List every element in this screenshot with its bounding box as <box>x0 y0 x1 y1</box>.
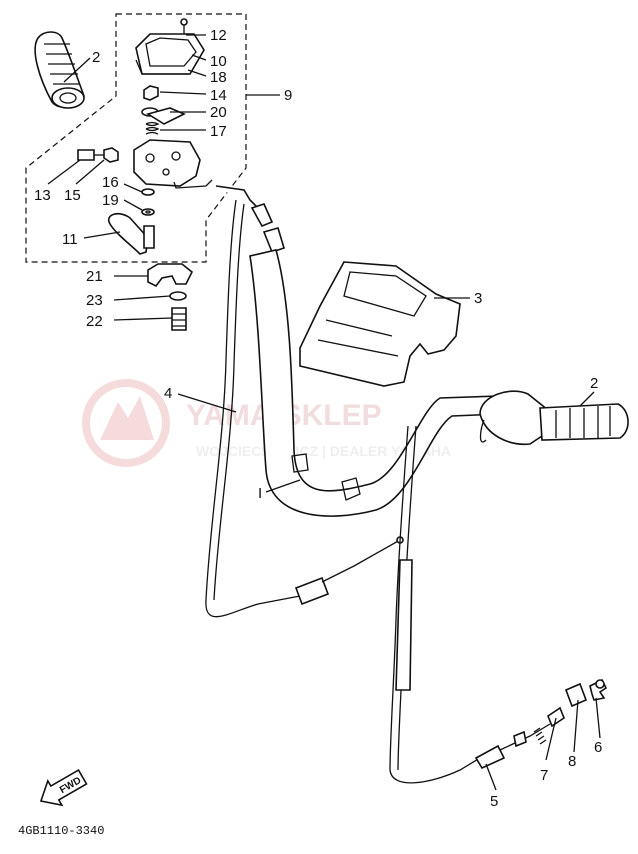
diagram-code: 4GB1110-3340 <box>18 824 104 838</box>
label-14: 14 <box>210 87 227 104</box>
switch-lower-housing-part <box>133 139 213 189</box>
clamp-hardware-part <box>147 263 194 331</box>
label-23: 23 <box>86 292 103 309</box>
watermark-logo-icon <box>82 379 170 467</box>
label-8: 8 <box>568 753 576 770</box>
left-grip-part <box>34 31 85 109</box>
right-grip-part <box>479 390 629 446</box>
switch-upper-housing-part <box>135 18 205 75</box>
label-9: 9 <box>284 87 292 104</box>
label-5: 5 <box>490 793 498 810</box>
throttle-lever-part <box>107 212 155 255</box>
label-1: I <box>258 485 262 502</box>
label-2-right: 2 <box>590 375 598 392</box>
label-17: 17 <box>210 123 227 140</box>
handlebar-cover-part <box>299 261 461 387</box>
throttle-cable-part <box>205 185 404 618</box>
small-washers-part <box>141 188 155 216</box>
label-4: 4 <box>164 385 172 402</box>
label-16: 16 <box>102 174 119 191</box>
leader-lines <box>47 34 601 791</box>
label-15: 15 <box>64 187 81 204</box>
label-7: 7 <box>540 767 548 784</box>
label-10: 10 <box>210 53 227 70</box>
label-12: 12 <box>210 27 227 44</box>
label-21: 21 <box>86 268 103 285</box>
label-6: 6 <box>594 739 602 756</box>
part-labels: 12 10 18 9 2 14 20 17 13 15 16 19 11 21 … <box>34 27 602 810</box>
brake-adjuster-part <box>533 678 608 745</box>
bolt-and-nut-part <box>77 147 119 163</box>
fwd-arrow-icon: FWD <box>39 768 88 807</box>
label-3: 3 <box>474 290 482 307</box>
label-20: 20 <box>210 104 227 121</box>
label-22: 22 <box>86 313 103 330</box>
label-19: 19 <box>102 192 119 209</box>
label-13: 13 <box>34 187 51 204</box>
brake-cable-part <box>389 425 551 784</box>
label-11: 11 <box>62 231 78 248</box>
label-2-left: 2 <box>92 49 100 66</box>
switch-assembly-boundary <box>25 13 247 263</box>
label-18: 18 <box>210 69 227 86</box>
watermark-subtitle: WOJCIECHOWICZ | DEALER YAMAHA <box>196 443 451 459</box>
